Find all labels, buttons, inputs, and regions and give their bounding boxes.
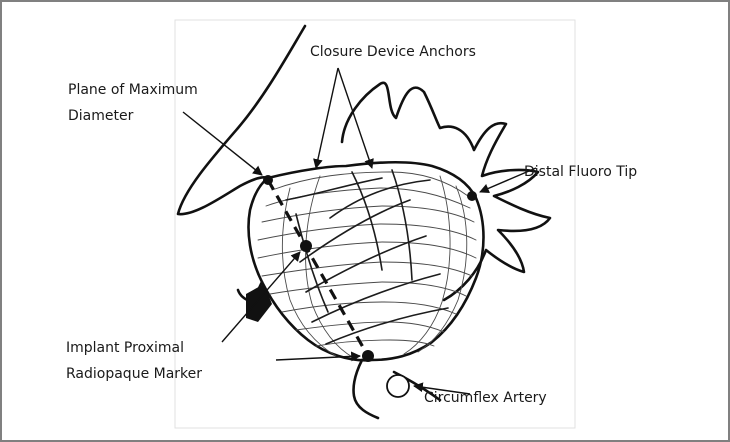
marker-label-line2: Radiopaque Marker <box>66 366 202 382</box>
implant-proximal-marker-dot <box>300 240 312 252</box>
distal-fluoro-tip-dot <box>467 191 477 201</box>
plane-endpoint-lower <box>362 350 374 362</box>
distal-tip-label: Distal Fluoro Tip <box>524 164 637 180</box>
anchors-label: Closure Device Anchors <box>310 44 476 60</box>
marker-label-line1: Implant Proximal <box>66 340 184 356</box>
circumflex-artery-circle <box>387 375 409 397</box>
plane-endpoint-upper <box>263 175 273 185</box>
plane-label-line1: Plane of Maximum <box>68 82 198 98</box>
plane-label-line2: Diameter <box>68 108 134 124</box>
artery-label: Circumflex Artery <box>424 390 547 406</box>
